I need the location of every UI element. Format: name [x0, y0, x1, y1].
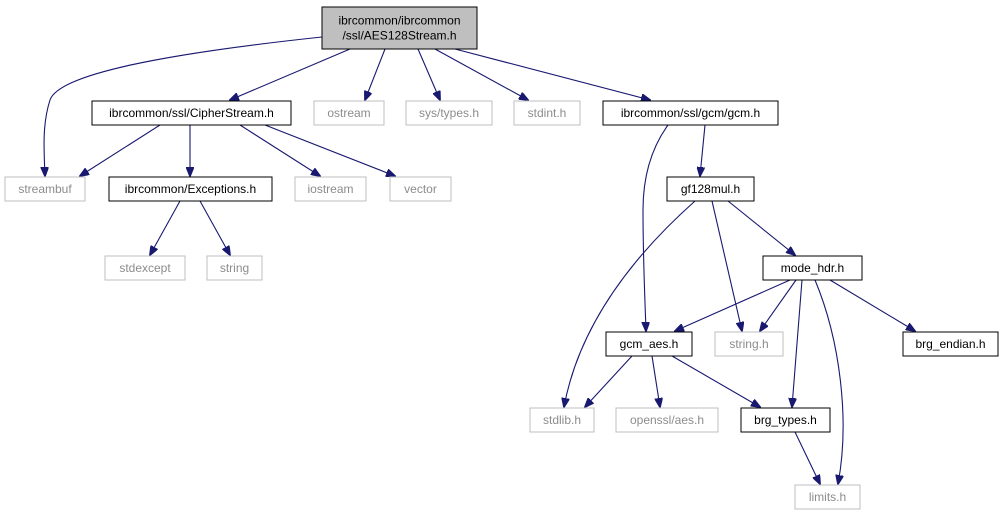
node-stdexcept: stdexcept [104, 255, 186, 281]
node-iostream: iostream [294, 176, 367, 202]
edge-gcmaes-to-stdlib [585, 355, 633, 407]
edge-gf128mul-to-modehdr [727, 200, 795, 255]
node-streambuf: streambuf [4, 176, 86, 202]
edge-exceptions-to-string [199, 200, 230, 255]
edge-gcmaes-to-opensslaes [651, 355, 660, 407]
node-cipherstream[interactable]: ibrcommon/ssl/CipherStream.h [91, 100, 292, 126]
node-ostream: ostream [313, 100, 385, 126]
node-label-string: string [220, 261, 249, 275]
node-box-stdint [513, 100, 581, 126]
node-label-streambuf: streambuf [18, 182, 72, 196]
edge-cipherstream-to-streambuf [80, 124, 161, 176]
edge-aes128stream-to-stdint [434, 48, 528, 100]
edge-modehdr-to-brgtypes [792, 279, 803, 407]
node-stringh: string.h [714, 331, 784, 357]
node-stdlib: stdlib.h [529, 407, 595, 433]
edge-modehdr-to-brgendian [829, 279, 915, 331]
node-box-opensslaes [615, 407, 719, 433]
edge-aes128stream-to-systypes [417, 48, 440, 100]
node-label-stdint: stdint.h [528, 106, 567, 120]
node-gf128mul[interactable]: gf128mul.h [666, 176, 755, 202]
edge-exceptions-to-stdexcept [150, 200, 181, 255]
node-label-aes128stream-line-1: ibrcommon/ibrcommon [338, 14, 460, 28]
nodes-layer: ibrcommon/ibrcommon/ssl/AES128Stream.h st… [4, 6, 999, 510]
node-label-brgendian: brg_endian.h [915, 337, 985, 351]
node-box-ostream [313, 100, 385, 126]
node-limits: limits.h [794, 484, 861, 510]
edge-modehdr-to-gcmaes [675, 279, 791, 331]
node-box-brgtypes [740, 407, 831, 433]
node-box-stringh [714, 331, 784, 357]
node-label-gcm: ibrcommon/ssl/gcm/gcm.h [621, 106, 760, 120]
node-vector: vector [389, 176, 452, 202]
node-aes128stream[interactable]: ibrcommon/ibrcommon/ssl/AES128Stream.h [321, 6, 478, 50]
edge-gcm-to-gcmaes [643, 124, 669, 331]
node-label-opensslaes: openssl/aes.h [630, 413, 704, 427]
edge-gf128mul-to-stringh [711, 200, 742, 331]
edge-gf128mul-to-stdlib [564, 200, 696, 407]
node-label-iostream: iostream [307, 182, 353, 196]
node-box-gcm [602, 100, 779, 126]
node-box-aes128stream [321, 6, 478, 50]
node-label-ostream: ostream [327, 106, 370, 120]
node-label-systypes: sys/types.h [419, 106, 479, 120]
edge-aes128stream-to-ostream [365, 48, 386, 100]
node-label-cipherstream: ibrcommon/ssl/CipherStream.h [109, 106, 274, 120]
edge-cipherstream-to-vector [264, 124, 395, 176]
edge-gcm-to-gf128mul [700, 124, 706, 176]
node-gcmaes[interactable]: gcm_aes.h [605, 331, 693, 357]
edges-layer [44, 36, 915, 484]
node-label-gf128mul: gf128mul.h [681, 182, 740, 196]
node-box-vector [389, 176, 452, 202]
edge-modehdr-to-limits [814, 279, 844, 484]
node-box-exceptions [108, 176, 273, 202]
node-label-gcmaes: gcm_aes.h [620, 337, 679, 351]
node-opensslaes: openssl/aes.h [615, 407, 719, 433]
node-label-limits: limits.h [809, 490, 846, 504]
node-box-modehdr [762, 255, 863, 281]
node-label-stdlib: stdlib.h [543, 413, 581, 427]
node-label-stdexcept: stdexcept [119, 261, 171, 275]
node-box-cipherstream [91, 100, 292, 126]
node-label-aes128stream-line-2: /ssl/AES128Stream.h [342, 29, 456, 43]
node-box-limits [794, 484, 861, 510]
node-box-systypes [405, 100, 493, 126]
node-label-vector: vector [404, 182, 437, 196]
edge-gcmaes-to-brgtypes [671, 355, 760, 407]
edge-aes128stream-to-gcm [454, 48, 650, 100]
node-box-iostream [294, 176, 367, 202]
node-label-modehdr: mode_hdr.h [781, 261, 844, 275]
edge-brgtypes-to-limits [794, 431, 820, 484]
node-brgtypes[interactable]: brg_types.h [740, 407, 831, 433]
edge-aes128stream-to-cipherstream [230, 48, 351, 100]
node-box-stdexcept [104, 255, 186, 281]
node-brgendian[interactable]: brg_endian.h [902, 331, 999, 357]
node-label-exceptions: ibrcommon/Exceptions.h [125, 182, 256, 196]
node-label-brgtypes: brg_types.h [754, 413, 817, 427]
node-string: string [206, 255, 263, 281]
node-label-stringh: string.h [729, 337, 768, 351]
edge-aes128stream-to-streambuf [44, 36, 323, 176]
node-box-stdlib [529, 407, 595, 433]
node-exceptions[interactable]: ibrcommon/Exceptions.h [108, 176, 273, 202]
node-stdint: stdint.h [513, 100, 581, 126]
node-box-gcmaes [605, 331, 693, 357]
node-gcm[interactable]: ibrcommon/ssl/gcm/gcm.h [602, 100, 779, 126]
edge-cipherstream-to-iostream [239, 124, 320, 176]
node-box-streambuf [4, 176, 86, 202]
node-box-brgendian [902, 331, 999, 357]
node-modehdr[interactable]: mode_hdr.h [762, 255, 863, 281]
node-systypes: sys/types.h [405, 100, 493, 126]
edge-modehdr-to-stringh [760, 279, 797, 331]
node-box-string [206, 255, 263, 281]
node-box-gf128mul [666, 176, 755, 202]
